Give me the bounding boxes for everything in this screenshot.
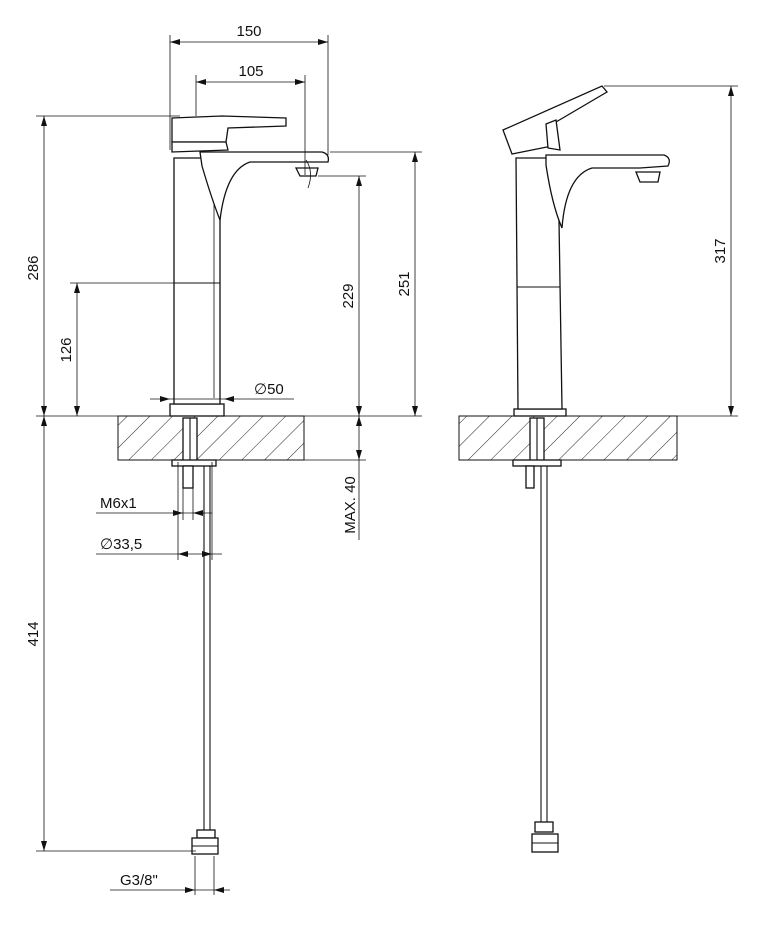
dim-126: 126 xyxy=(58,337,75,362)
dimension-lines-side xyxy=(566,85,738,417)
dim-150: 150 xyxy=(236,23,261,40)
faucet-body-front xyxy=(169,115,330,417)
dim-317: 317 xyxy=(712,238,729,263)
dim-229: 229 xyxy=(340,283,357,308)
hose-side xyxy=(512,417,562,853)
front-view: 150 105 286 126 229 251 ∅50 MAX. 40 M6x1… xyxy=(25,23,422,895)
side-view: 317 xyxy=(458,85,738,853)
dim-414: 414 xyxy=(25,621,42,646)
dim-286: 286 xyxy=(25,255,42,280)
countertop-side xyxy=(458,415,678,461)
faucet-body-side xyxy=(502,85,670,417)
dim-251: 251 xyxy=(396,271,413,296)
dim-diameter-50: ∅50 xyxy=(254,381,284,398)
hose-front xyxy=(171,417,219,855)
dim-g3-8: G3/8" xyxy=(120,872,158,889)
dim-max-40: MAX. 40 xyxy=(342,476,359,534)
dimension-lines-front xyxy=(36,35,422,895)
dim-m6x1: M6x1 xyxy=(100,495,137,512)
dim-105: 105 xyxy=(238,63,263,80)
dim-diameter-33-5: ∅33,5 xyxy=(100,536,142,553)
countertop-front xyxy=(117,415,305,461)
